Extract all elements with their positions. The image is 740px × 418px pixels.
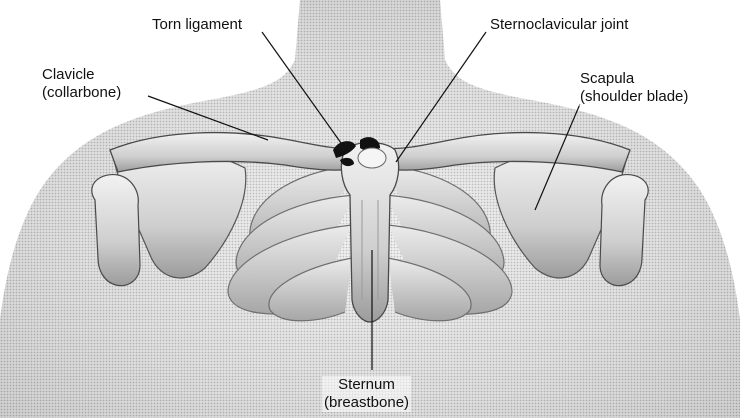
label-sternoclavicular-joint: Sternoclavicular joint: [488, 16, 630, 34]
scapula-text-line1: Scapula: [580, 70, 688, 88]
sternum-text-line2: (breastbone): [324, 394, 409, 412]
label-sternum: Sternum (breastbone): [322, 376, 411, 412]
label-clavicle: Clavicle (collarbone): [40, 66, 123, 102]
label-scapula: Scapula (shoulder blade): [578, 70, 690, 106]
sternoclavicular-joint-text: Sternoclavicular joint: [490, 16, 628, 34]
clavicle-text-line2: (collarbone): [42, 84, 121, 102]
sternoclavicular-joint-highlight: [358, 148, 386, 168]
clavicle-text-line1: Clavicle: [42, 66, 121, 84]
scapula-text-line2: (shoulder blade): [580, 88, 688, 106]
torn-ligament-text: Torn ligament: [152, 16, 242, 34]
sternum-text-line1: Sternum: [324, 376, 409, 394]
label-torn-ligament: Torn ligament: [150, 16, 244, 34]
